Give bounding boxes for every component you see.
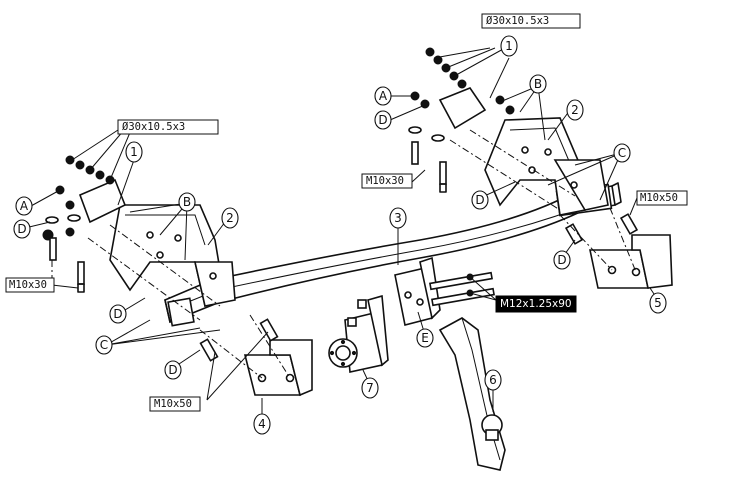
tow-ball-neck <box>438 317 506 471</box>
letter-label-d-left-mid: D <box>109 304 127 324</box>
washer-spec-left-text: Ø30x10.5x3 <box>122 121 185 133</box>
center-mount-bracket <box>394 256 495 326</box>
callout-washer-right: Ø30x10.5x3 <box>481 13 581 29</box>
part-label-3: 3 <box>389 207 407 229</box>
left-lower-bracket <box>199 314 313 397</box>
letter-label-b-right: B <box>529 74 547 94</box>
callout-m10x50-right: M10x50 <box>636 190 688 206</box>
letter: C <box>100 338 108 352</box>
part-number: 1 <box>130 145 138 159</box>
letter: D <box>475 193 484 207</box>
bolt-m12-text: M12x1.25x90 <box>500 298 572 310</box>
letter: A <box>379 89 388 103</box>
letter-label-c-right: C <box>613 143 631 163</box>
callout-washer-left: Ø30x10.5x3 <box>117 119 219 135</box>
left-washer-stack <box>42 155 115 293</box>
letter: E <box>421 331 429 345</box>
letter-label-b-left: B <box>178 192 196 212</box>
letter: D <box>168 363 177 377</box>
part-label-2-right: 2 <box>566 99 584 121</box>
washer-spec-right-text: Ø30x10.5x3 <box>486 15 549 27</box>
part-label-1-left: 1 <box>125 141 143 163</box>
bolt-m10x30-left-text: M10x30 <box>9 279 47 291</box>
part-number: 4 <box>258 417 266 431</box>
letter: D <box>17 222 26 236</box>
electrical-socket-plate <box>328 294 389 373</box>
part-number: 3 <box>394 211 402 225</box>
callout-m10x30-left: M10x30 <box>5 277 55 293</box>
part-number: 2 <box>571 103 579 117</box>
bolt-m10x50-left-text: M10x50 <box>154 398 192 410</box>
letter-label-e: E <box>416 328 434 348</box>
part-label-5: 5 <box>649 292 667 314</box>
part-number: 5 <box>654 296 662 310</box>
right-top-mounting-hardware <box>408 47 576 211</box>
letter: A <box>20 199 29 213</box>
part-label-2-left: 2 <box>221 207 239 229</box>
part-label-7: 7 <box>361 377 379 399</box>
right-lower-bracket <box>559 207 673 289</box>
letter-label-d-left-bottom: D <box>164 360 182 380</box>
letter: D <box>378 113 387 127</box>
letter: B <box>534 77 542 91</box>
callout-m10x30-right: M10x30 <box>361 173 413 189</box>
right-side-bracket <box>484 117 609 216</box>
left-side-bracket <box>109 204 236 308</box>
left-top-mounting-hardware <box>42 155 221 321</box>
part-label-4: 4 <box>253 413 271 435</box>
part-label-6: 6 <box>484 369 502 391</box>
part-number: 2 <box>226 211 234 225</box>
bolt-m10x50-right-text: M10x50 <box>640 192 678 204</box>
part-number: 1 <box>505 39 513 53</box>
letter: D <box>113 307 122 321</box>
letter-label-a-left: A <box>15 196 33 216</box>
letter: C <box>618 146 626 160</box>
letter: D <box>557 253 566 267</box>
callout-m12-bolt: M12x1.25x90 <box>495 295 577 313</box>
letter-label-c-left: C <box>95 335 113 355</box>
letter-label-a-right: A <box>374 86 392 106</box>
letter-label-d-right-mid: D <box>471 190 489 210</box>
part-label-1-right: 1 <box>500 35 518 57</box>
bolt-m10x30-right-text: M10x30 <box>366 175 404 187</box>
letter-label-d-left-top: D <box>13 219 31 239</box>
callout-m10x50-left: M10x50 <box>149 396 201 412</box>
part-number: 6 <box>489 373 497 387</box>
letter-label-d-right-top: D <box>374 110 392 130</box>
part-number: 7 <box>366 381 374 395</box>
letter: B <box>183 195 191 209</box>
letter-label-d-right-bottom: D <box>553 250 571 270</box>
